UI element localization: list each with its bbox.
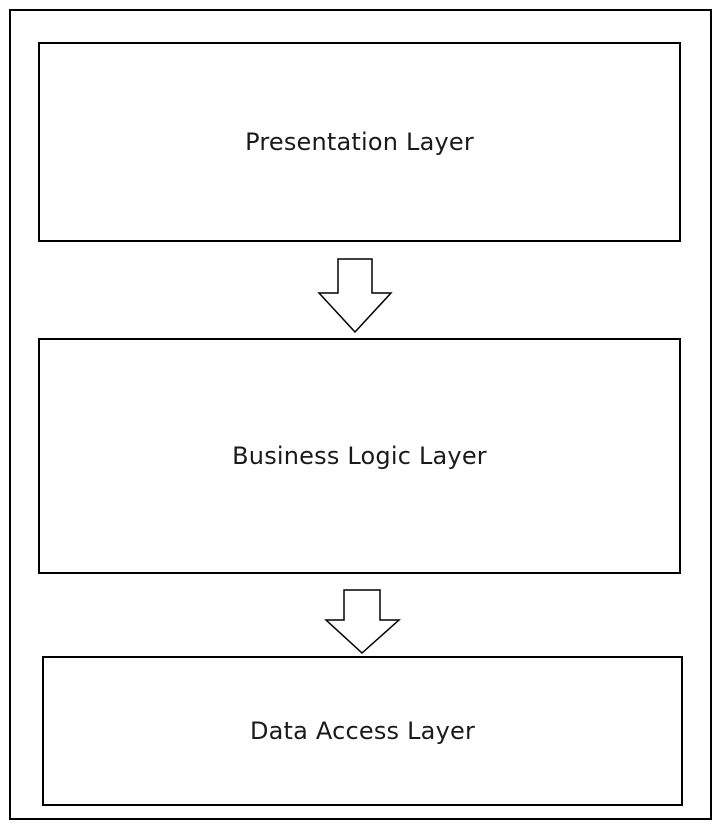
diagram-frame	[9, 9, 712, 820]
data-access-layer-box: Data Access Layer	[42, 656, 683, 806]
business-logic-layer-label: Business Logic Layer	[232, 442, 487, 470]
business-logic-layer-box: Business Logic Layer	[38, 338, 681, 574]
presentation-layer-box: Presentation Layer	[38, 42, 681, 242]
down-arrow-icon	[324, 589, 401, 655]
down-arrow-icon	[317, 258, 393, 334]
data-access-layer-label: Data Access Layer	[249, 717, 476, 745]
presentation-layer-label: Presentation Layer	[245, 128, 474, 156]
